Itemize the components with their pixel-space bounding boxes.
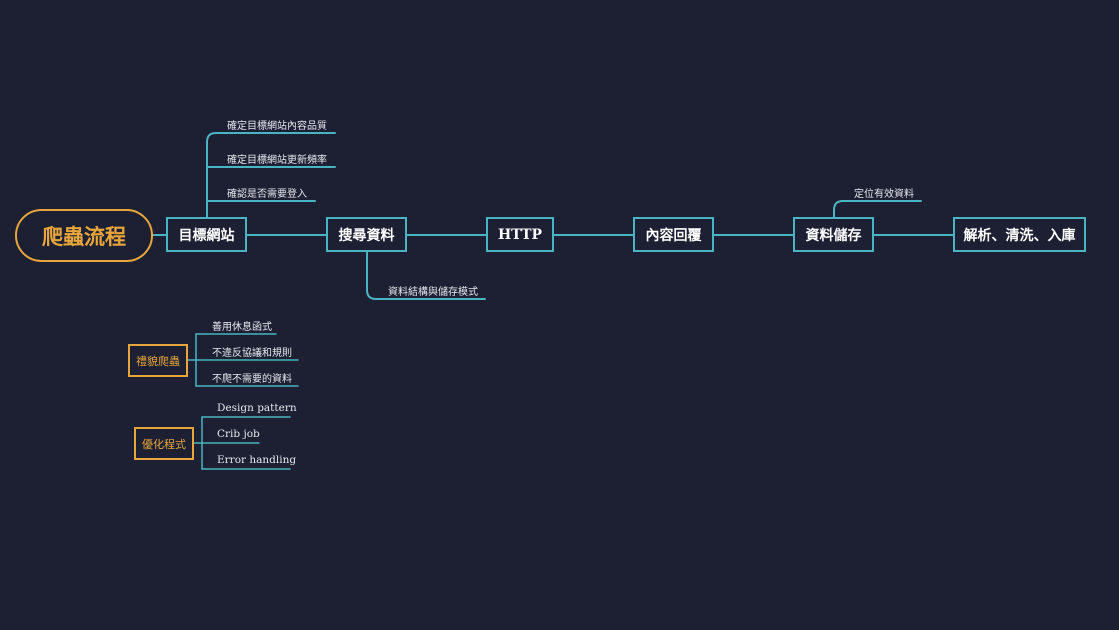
node-polite-crawler[interactable]: 禮貌爬蟲 <box>128 344 188 377</box>
leaf-skip-unneeded[interactable]: 不爬不需要的資料 <box>212 374 292 385</box>
node-optimize-program[interactable]: 優化程式 <box>134 427 194 460</box>
node-target-site[interactable]: 目標網站 <box>166 217 247 252</box>
node-http[interactable]: HTTP <box>486 217 554 252</box>
leaf-use-sleep[interactable]: 善用休息函式 <box>212 322 272 333</box>
node-parse-clean-store[interactable]: 解析、清洗、入庫 <box>953 217 1086 252</box>
leaf-locate-valid-data[interactable]: 定位有效資料 <box>854 189 914 200</box>
node-data-storage[interactable]: 資料儲存 <box>793 217 874 252</box>
leaf-content-quality[interactable]: 確定目標網站內容品質 <box>227 121 327 132</box>
leaf-follow-rules[interactable]: 不違反協議和規則 <box>212 348 292 359</box>
node-search-data[interactable]: 搜尋資料 <box>326 217 407 252</box>
leaf-design-pattern[interactable]: Design pattern <box>217 402 297 414</box>
node-content-reply[interactable]: 內容回覆 <box>633 217 714 252</box>
leaf-error-handling[interactable]: Error handling <box>217 454 297 466</box>
root-node[interactable]: 爬蟲流程 <box>15 209 153 262</box>
leaf-login-required[interactable]: 確認是否需要登入 <box>227 189 307 200</box>
leaf-update-frequency[interactable]: 確定目標網站更新頻率 <box>227 155 327 166</box>
leaf-data-structure[interactable]: 資料結構與儲存模式 <box>388 287 478 298</box>
leaf-crib-job[interactable]: Crib job <box>217 428 260 440</box>
